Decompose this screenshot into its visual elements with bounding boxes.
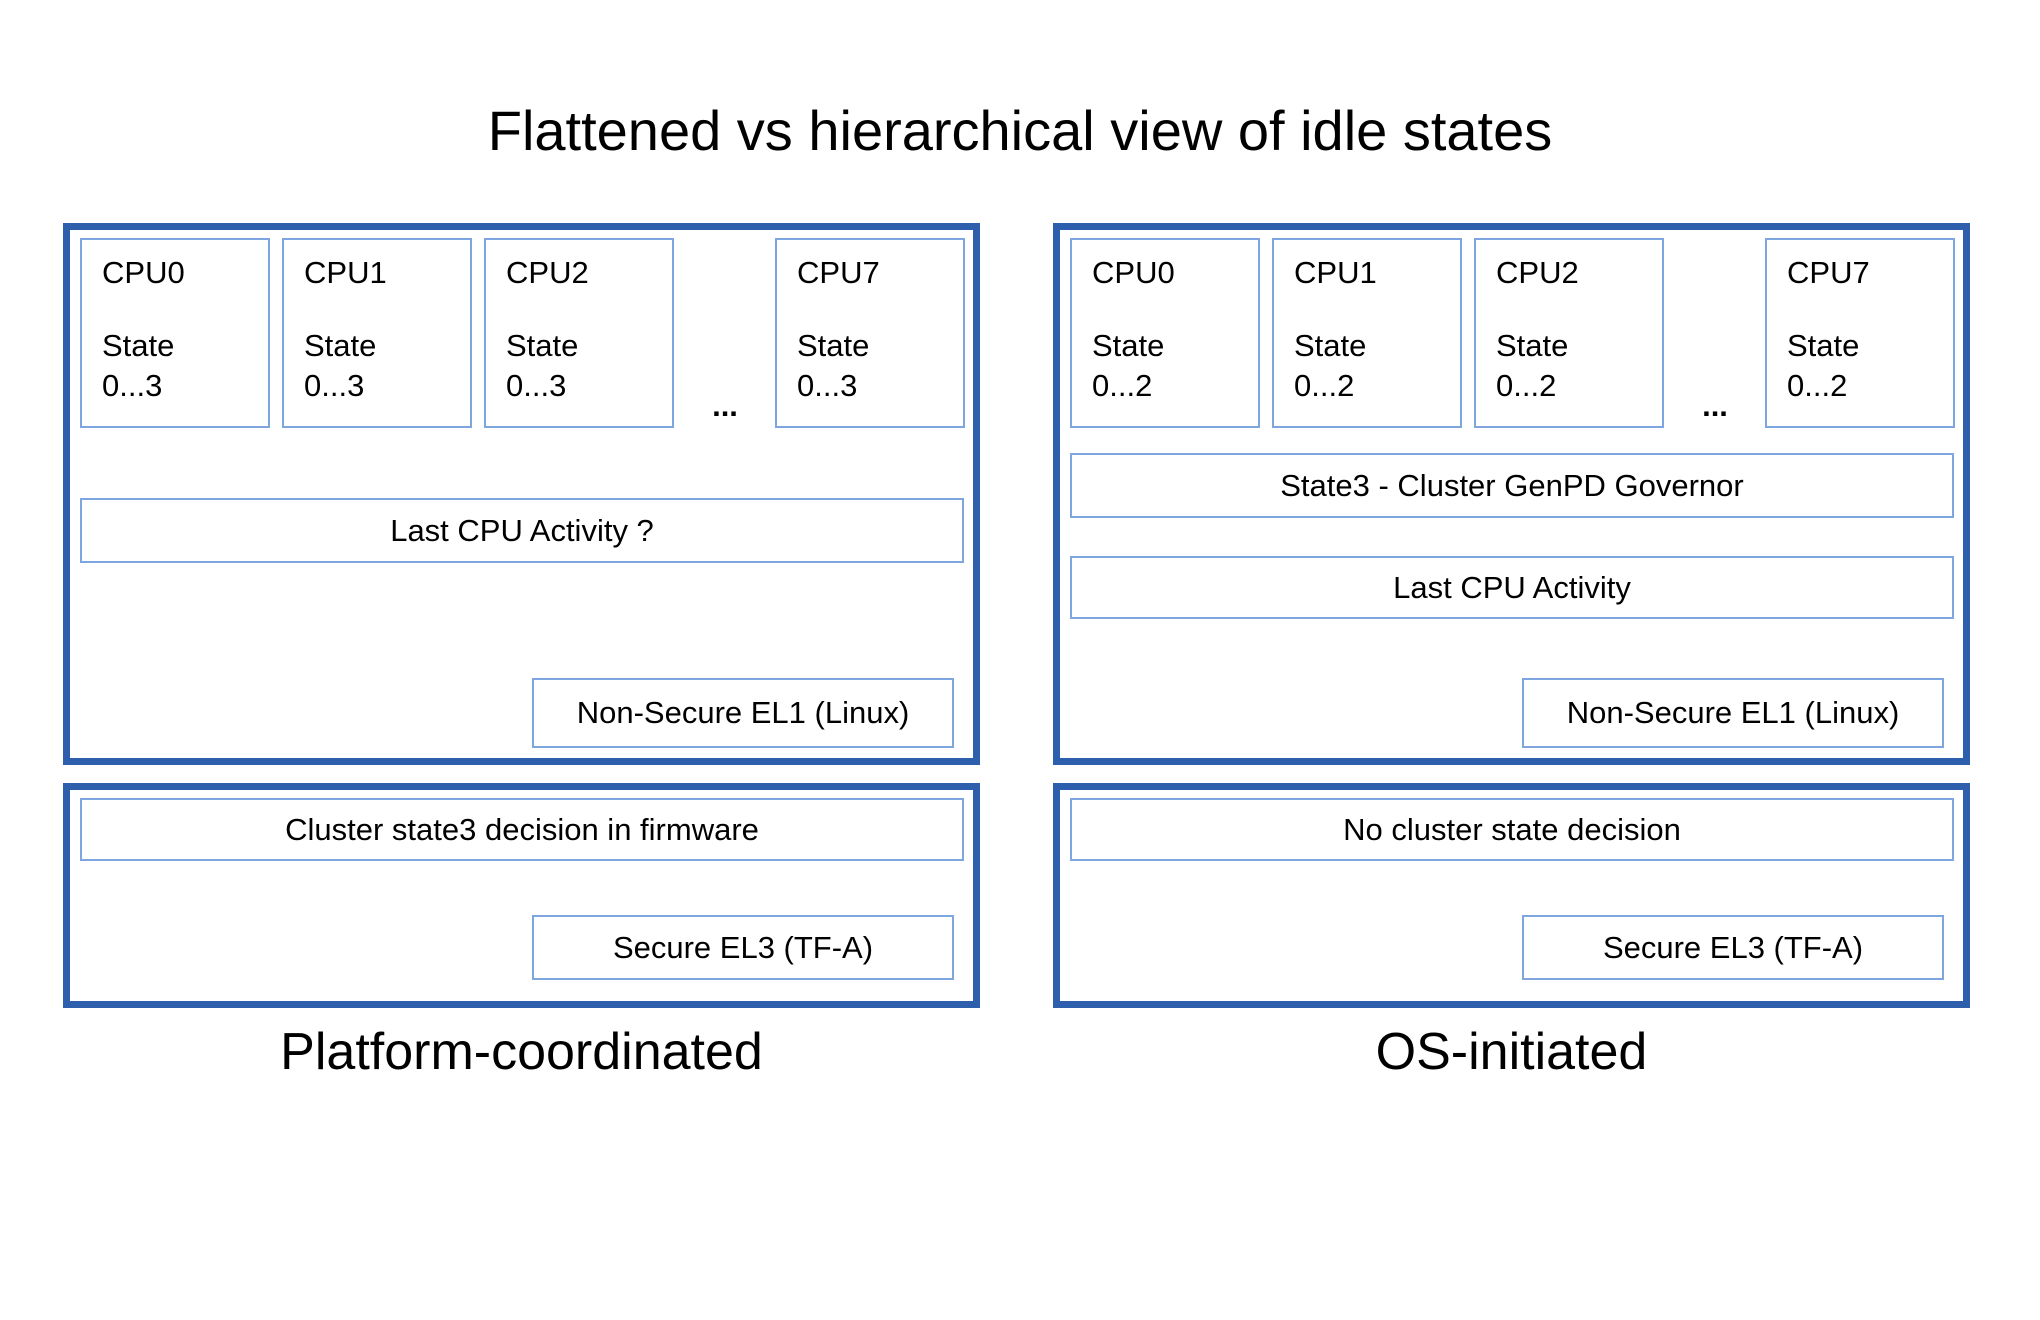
cpu-state-range: 0...3	[102, 368, 163, 403]
cpu-label: CPU2	[1496, 255, 1579, 290]
cpu-state-range: 0...2	[1092, 368, 1153, 403]
cpu-ellipsis: ...	[712, 388, 738, 423]
cpu-label: CPU1	[1294, 255, 1377, 290]
cpu-state: State 0...3	[506, 326, 578, 406]
cpu-state-word: State	[1787, 328, 1860, 363]
last-cpu-activity-box: Last CPU Activity ?	[80, 498, 964, 563]
cpu-box: CPU0 State 0...2	[1070, 238, 1260, 428]
no-cluster-decision-box: No cluster state decision	[1070, 798, 1954, 861]
caption-os-initiated: OS-initiated	[1375, 1023, 1648, 1081]
cpu-box: CPU2 State 0...3	[484, 238, 674, 428]
cpu-label: CPU7	[797, 255, 880, 290]
cluster-decision-box: Cluster state3 decision in firmware	[80, 798, 964, 861]
secure-el3-box: Secure EL3 (TF-A)	[532, 915, 954, 980]
cpu-box: CPU7 State 0...2	[1765, 238, 1955, 428]
cpu-label: CPU2	[506, 255, 589, 290]
cpu-label: CPU7	[1787, 255, 1870, 290]
secure-el3-box: Secure EL3 (TF-A)	[1522, 915, 1944, 980]
cpu-ellipsis: ...	[1702, 388, 1728, 423]
cpu-state-word: State	[506, 328, 579, 363]
cpu-state-word: State	[1496, 328, 1569, 363]
cpu-state-word: State	[304, 328, 377, 363]
panel-hierarchical-el1: CPU0 State 0...2 CPU1 State 0...2 CPU2 S…	[1053, 223, 1970, 765]
cpu-state-word: State	[1294, 328, 1367, 363]
cpu-state: State 0...2	[1294, 326, 1366, 406]
last-cpu-activity-box: Last CPU Activity	[1070, 556, 1954, 619]
cpu-state-word: State	[1092, 328, 1165, 363]
cpu-label: CPU0	[1092, 255, 1175, 290]
cpu-state-range: 0...2	[1496, 368, 1557, 403]
cpu-state-word: State	[797, 328, 870, 363]
cpu-state-range: 0...3	[506, 368, 567, 403]
cpu-box: CPU1 State 0...2	[1272, 238, 1462, 428]
cpu-label: CPU0	[102, 255, 185, 290]
cpu-state: State 0...2	[1092, 326, 1164, 406]
cpu-state: State 0...3	[102, 326, 174, 406]
non-secure-el1-box: Non-Secure EL1 (Linux)	[532, 678, 954, 748]
slide-title: Flattened vs hierarchical view of idle s…	[487, 99, 1553, 162]
panel-flattened-el1: CPU0 State 0...3 CPU1 State 0...3 CPU2 S…	[63, 223, 980, 765]
cpu-box: CPU0 State 0...3	[80, 238, 270, 428]
cpu-state-range: 0...2	[1294, 368, 1355, 403]
cpu-box: CPU2 State 0...2	[1474, 238, 1664, 428]
cpu-box: CPU1 State 0...3	[282, 238, 472, 428]
panel-hierarchical-el3: No cluster state decision Secure EL3 (TF…	[1053, 783, 1970, 1008]
non-secure-el1-box: Non-Secure EL1 (Linux)	[1522, 678, 1944, 748]
cpu-state-range: 0...3	[797, 368, 858, 403]
cpu-state-range: 0...3	[304, 368, 365, 403]
cpu-label: CPU1	[304, 255, 387, 290]
cpu-state: State 0...2	[1787, 326, 1859, 406]
cpu-state: State 0...3	[304, 326, 376, 406]
cpu-state-word: State	[102, 328, 175, 363]
caption-platform-coordinated: Platform-coordinated	[280, 1023, 763, 1081]
cluster-genpd-governor-box: State3 - Cluster GenPD Governor	[1070, 453, 1954, 518]
cpu-box: CPU7 State 0...3	[775, 238, 965, 428]
cpu-state-range: 0...2	[1787, 368, 1848, 403]
cpu-state: State 0...2	[1496, 326, 1568, 406]
panel-flattened-el3: Cluster state3 decision in firmware Secu…	[63, 783, 980, 1008]
cpu-state: State 0...3	[797, 326, 869, 406]
